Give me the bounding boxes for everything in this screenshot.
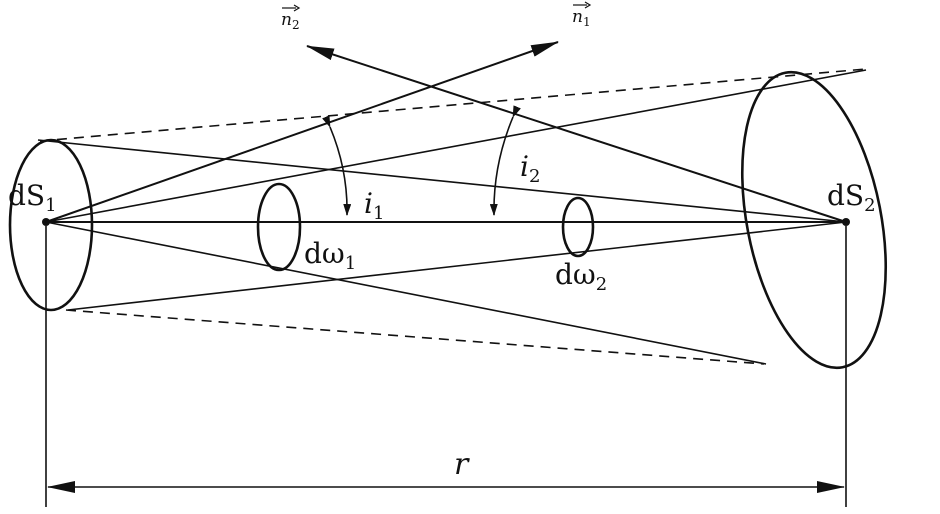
cone-ray-ds1-bottom bbox=[45, 221, 767, 365]
svg-text:i1: i1 bbox=[364, 187, 384, 224]
label-domega2-sub: 2 bbox=[596, 274, 607, 295]
envelope-bottom-dashed bbox=[65, 309, 765, 365]
svg-text:n2: n2 bbox=[281, 10, 300, 32]
label-ds2-sub: 2 bbox=[864, 195, 875, 216]
solid-angle-domega2-ellipse bbox=[561, 196, 595, 258]
svg-text:dω1: dω1 bbox=[304, 237, 356, 274]
normal-n2-arrow bbox=[306, 45, 847, 223]
label-n1-sub: 1 bbox=[583, 15, 591, 29]
label-i1-sub: 1 bbox=[373, 203, 384, 224]
cone-ray-ds1-top bbox=[45, 69, 867, 223]
label-r: r bbox=[454, 447, 470, 482]
cone-ray-ds2-bottom bbox=[67, 221, 847, 311]
label-ds2: dS bbox=[827, 179, 864, 212]
label-ds1-sub: 1 bbox=[45, 195, 56, 216]
label-domega1: dω bbox=[304, 237, 345, 270]
envelope-top-dashed bbox=[39, 68, 867, 142]
solid-angle-domega1-ellipse bbox=[256, 182, 302, 272]
label-n2-sub: 2 bbox=[292, 18, 300, 32]
label-i2-sub: 2 bbox=[529, 166, 540, 187]
surface-ds2-ellipse bbox=[740, 70, 888, 370]
vector-arrow-n1-label bbox=[573, 1, 592, 9]
svg-text:n1: n1 bbox=[572, 7, 591, 29]
normal-n1-arrow bbox=[45, 41, 559, 223]
svg-text:i2: i2 bbox=[520, 150, 540, 187]
label-n2: n bbox=[281, 10, 292, 30]
angle-arc-i1 bbox=[322, 115, 352, 216]
svg-text:dS1: dS1 bbox=[8, 179, 57, 216]
label-i2: i bbox=[520, 150, 529, 183]
cone-ray-ds2-top bbox=[37, 139, 847, 223]
label-domega1-sub: 1 bbox=[345, 253, 356, 274]
angle-arc-i2 bbox=[489, 105, 521, 216]
vector-arrow-n2-label bbox=[282, 4, 301, 12]
label-i1: i bbox=[364, 187, 373, 220]
surface-ds1-ellipse bbox=[8, 138, 94, 312]
svg-text:dω2: dω2 bbox=[555, 258, 607, 295]
svg-text:dS2: dS2 bbox=[827, 179, 876, 216]
label-ds1: dS bbox=[8, 179, 45, 212]
label-domega2: dω bbox=[555, 258, 596, 291]
label-n1: n bbox=[572, 7, 583, 27]
